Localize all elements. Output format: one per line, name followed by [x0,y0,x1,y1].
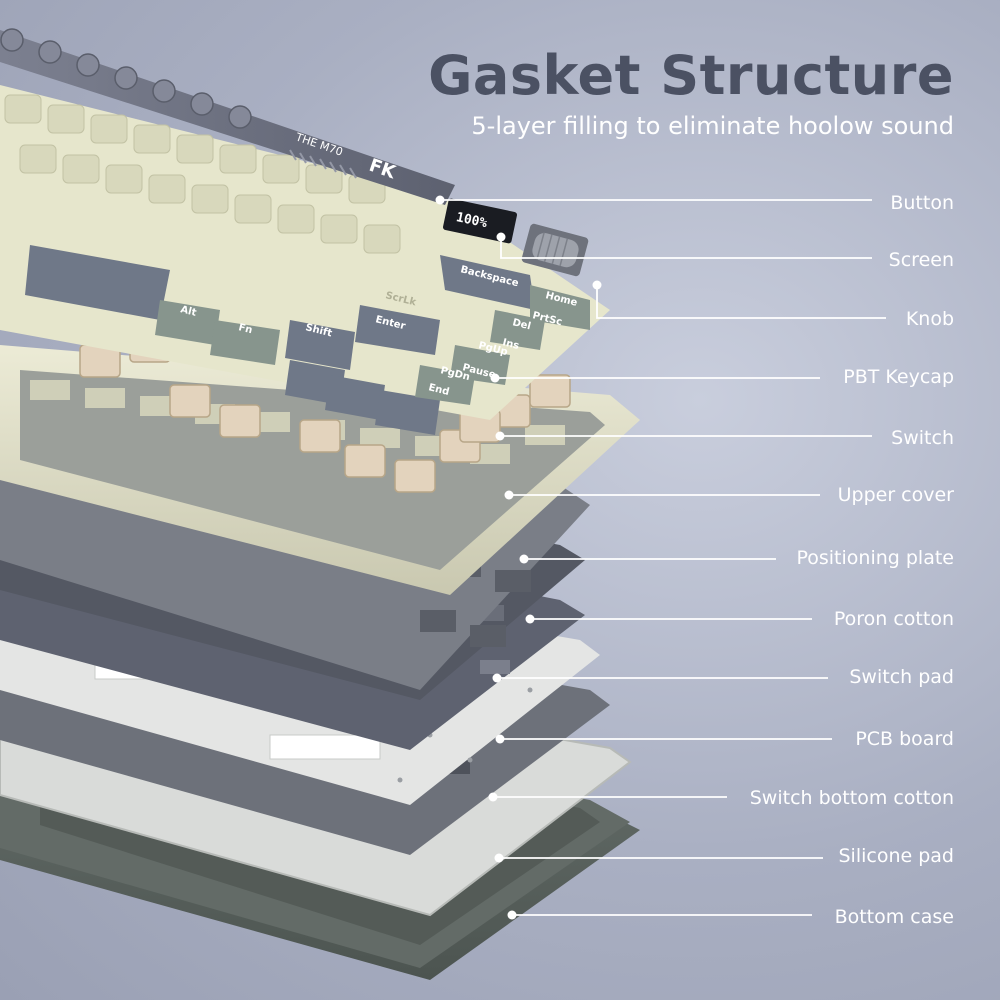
callout-switch-bottom-cotton: Switch bottom cotton [749,787,954,809]
screen-module: 100% [442,198,518,244]
callout-switch-pad: Switch pad [849,666,954,688]
top-button-band: THE M70 FK [0,28,455,205]
key-end-legend: End [427,382,450,398]
callout-leader-lines [440,199,886,916]
key-alt-legend: Alt [179,304,197,319]
keycap-layer [0,85,610,435]
callout-silicone-pad: Silicone pad [838,845,954,867]
page-subtitle: 5-layer filling to eliminate hoolow soun… [471,112,954,140]
callout-pbt-keycap: PBT Keycap [843,366,954,388]
key-fn-legend: Fn [237,322,253,336]
callout-knob: Knob [905,308,954,330]
key-del-legend: Del [511,317,532,332]
callout-dots [435,195,602,920]
callout-upper-cover: Upper cover [837,484,954,506]
callout-poron-cotton: Poron cotton [833,608,954,630]
key-ins-legend: Ins [501,337,520,352]
upper-cover-layer [0,345,640,595]
callout-switch: Switch [891,427,954,449]
callout-bottom-case: Bottom case [834,906,954,928]
callout-screen: Screen [888,249,954,271]
callout-button: Button [890,192,954,214]
page-title: Gasket Structure [428,44,954,107]
callout-positioning-plate: Positioning plate [796,547,954,569]
screen-digits: 100% [455,210,489,231]
callout-pcb-board: PCB board [855,728,954,750]
